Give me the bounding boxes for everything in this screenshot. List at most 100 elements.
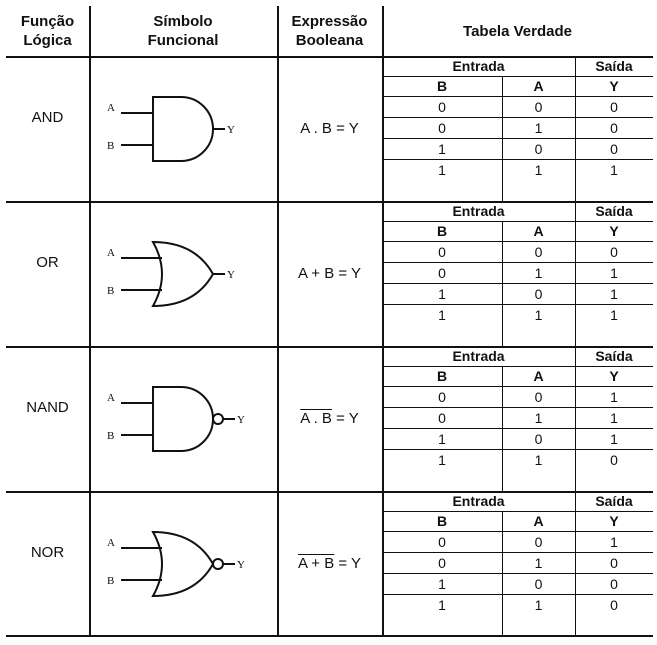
truth-cell: 0: [534, 430, 543, 447]
truth-subheader-line: [382, 366, 653, 367]
truth-subheader-line: [382, 221, 653, 222]
label-b: B: [107, 430, 114, 442]
truth-cell: 1: [610, 409, 618, 426]
truth-header-entrada: Entrada: [452, 348, 505, 364]
header-expressao-booleana-line: Expressão: [291, 13, 368, 30]
truth-col-y: Y: [609, 78, 619, 94]
truth-cell: 0: [610, 575, 618, 592]
truth-cell: 0: [534, 575, 543, 592]
truth-header-saida: Saída: [595, 493, 633, 509]
label-a: A: [107, 537, 115, 549]
header-tabela-verdade: Tabela Verdade: [463, 22, 572, 40]
function-name: AND: [31, 109, 64, 126]
truth-cell: 1: [610, 533, 618, 550]
truth-col-b: B: [436, 513, 448, 529]
boolean-expression: A . B = Y: [277, 346, 382, 491]
and-gate-body: [152, 95, 214, 162]
function-name: NAND: [26, 399, 69, 416]
truth-col-divider: [502, 76, 503, 201]
truth-cell: 1: [610, 430, 618, 447]
header-funcao-logica-line: Lógica: [23, 32, 72, 49]
truth-cell: 0: [438, 409, 446, 426]
truth-cell: 1: [610, 306, 618, 323]
truth-cell: 1: [438, 161, 446, 178]
expression-text: A . B = Y: [300, 120, 359, 137]
truth-col-b: B: [436, 78, 448, 94]
truth-col-y: Y: [609, 368, 619, 384]
row-separator: [6, 491, 653, 493]
column-divider: [277, 6, 279, 636]
truth-col-divider: [502, 221, 503, 346]
label-y: Y: [237, 414, 245, 426]
label-a: A: [107, 392, 115, 404]
truth-cell: 0: [610, 140, 618, 157]
truth-cell: 0: [438, 264, 446, 281]
truth-cell: 1: [534, 409, 543, 426]
truth-header-entrada: Entrada: [452, 203, 505, 219]
truth-cell: 0: [438, 119, 446, 136]
expression-result: = Y: [334, 555, 362, 572]
truth-cell: 0: [438, 98, 446, 115]
truth-cell: 0: [438, 533, 446, 550]
truth-cell: 0: [438, 388, 446, 405]
truth-cell: 1: [534, 161, 543, 178]
boolean-expression: A + B = Y: [277, 491, 382, 636]
header-simbolo-funcional-line: Símbolo: [153, 13, 213, 30]
truth-row-line: [382, 159, 653, 160]
truth-cell: 1: [610, 161, 618, 178]
truth-cell: 0: [610, 451, 618, 468]
truth-row-line: [382, 594, 653, 595]
nor-gate-body: [151, 530, 215, 597]
truth-col-a: A: [533, 513, 544, 529]
or-gate-symbol: ABY: [107, 240, 235, 307]
truth-cell: 0: [610, 554, 618, 571]
truth-row-line: [382, 552, 653, 553]
label-b: B: [107, 285, 114, 297]
label-a: A: [107, 102, 115, 114]
label-y: Y: [227, 124, 235, 136]
boolean-expression: A . B = Y: [277, 56, 382, 201]
label-b: B: [107, 575, 114, 587]
truth-cell: 1: [438, 596, 446, 613]
function-name: NOR: [30, 544, 65, 561]
truth-cell: 0: [610, 596, 618, 613]
truth-cell: 1: [534, 554, 543, 571]
nor-gate-symbol: ABY: [107, 530, 245, 597]
truth-row-line: [382, 428, 653, 429]
truth-header-saida: Saída: [595, 348, 633, 364]
truth-col-divider: [575, 56, 576, 201]
and-gate: A B Y: [89, 56, 277, 201]
boolean-expression: A + B = Y: [277, 201, 382, 346]
truth-col-b: B: [436, 368, 448, 384]
truth-row-line: [382, 262, 653, 263]
truth-cell: 1: [438, 285, 446, 302]
truth-cell: 1: [610, 264, 618, 281]
expression-negated-part: A . B: [300, 410, 332, 427]
row-separator: [6, 201, 653, 203]
label-b: B: [107, 140, 114, 152]
truth-cell: 1: [534, 264, 543, 281]
column-divider: [89, 6, 91, 636]
truth-row-line: [382, 573, 653, 574]
truth-row-line: [382, 449, 653, 450]
truth-cell: 1: [534, 119, 543, 136]
truth-cell: 0: [534, 533, 543, 550]
truth-subheader-line: [382, 511, 653, 512]
truth-col-a: A: [533, 223, 544, 239]
truth-col-divider: [575, 491, 576, 636]
truth-row-line: [382, 138, 653, 139]
truth-col-a: A: [533, 78, 544, 94]
truth-header-entrada: Entrada: [452, 493, 505, 509]
truth-cell: 0: [534, 285, 543, 302]
expression-negated-part: A + B: [297, 555, 335, 572]
table-bottom-line: [6, 635, 653, 637]
truth-cell: 1: [610, 285, 618, 302]
truth-col-a: A: [533, 368, 544, 384]
truth-cell: 0: [610, 98, 618, 115]
